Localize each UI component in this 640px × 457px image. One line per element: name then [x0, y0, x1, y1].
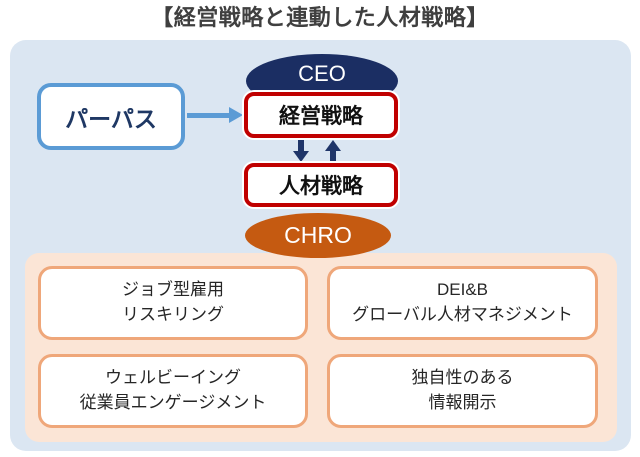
- purpose-label: パーパス: [65, 105, 157, 132]
- initiative-box-deib-global: DEI&B グローバル人材マネジメント: [327, 266, 598, 340]
- initiative-box-wellbeing-engagement: ウェルビーイング 従業員エンゲージメント: [38, 354, 308, 428]
- right-arrow-head-icon: [229, 107, 243, 123]
- initiative-line: DEI&B: [436, 280, 489, 300]
- chro-label: CHRO: [284, 222, 352, 248]
- initiative-line: グローバル人材マネジメント: [352, 305, 573, 324]
- up-arrow-head-icon: [325, 140, 341, 151]
- ceo-label: CEO: [298, 61, 346, 86]
- initiative-line: リスキリング: [122, 305, 224, 324]
- diagram-title: 【経営戦略と連動した人材戦略】: [151, 5, 489, 30]
- right-arrow-icon: [187, 113, 230, 118]
- management-strategy-node: 経営戦略: [244, 92, 398, 138]
- down-arrow-head-icon: [293, 151, 309, 162]
- management-strategy-label: 経営戦略: [279, 105, 363, 128]
- initiative-line: ジョブ型雇用: [122, 280, 224, 300]
- down-arrow-icon: [298, 140, 304, 152]
- hr-strategy-label: 人材戦略: [279, 175, 363, 198]
- initiative-box-unique-disclosure: 独自性のある 情報開示: [327, 354, 598, 428]
- chro-node: CHRO: [245, 213, 391, 258]
- initiative-box-job-reskilling: ジョブ型雇用 リスキリング: [38, 266, 308, 340]
- initiative-line: 従業員エンゲージメント: [79, 393, 267, 412]
- initiative-line: 独自性のある: [411, 368, 514, 388]
- up-arrow-icon: [330, 150, 336, 162]
- purpose-node: パーパス: [37, 83, 185, 150]
- initiative-line: ウェルビーイング: [105, 368, 241, 388]
- initiative-line: 情報開示: [428, 393, 497, 412]
- hr-strategy-node: 人材戦略: [244, 163, 398, 207]
